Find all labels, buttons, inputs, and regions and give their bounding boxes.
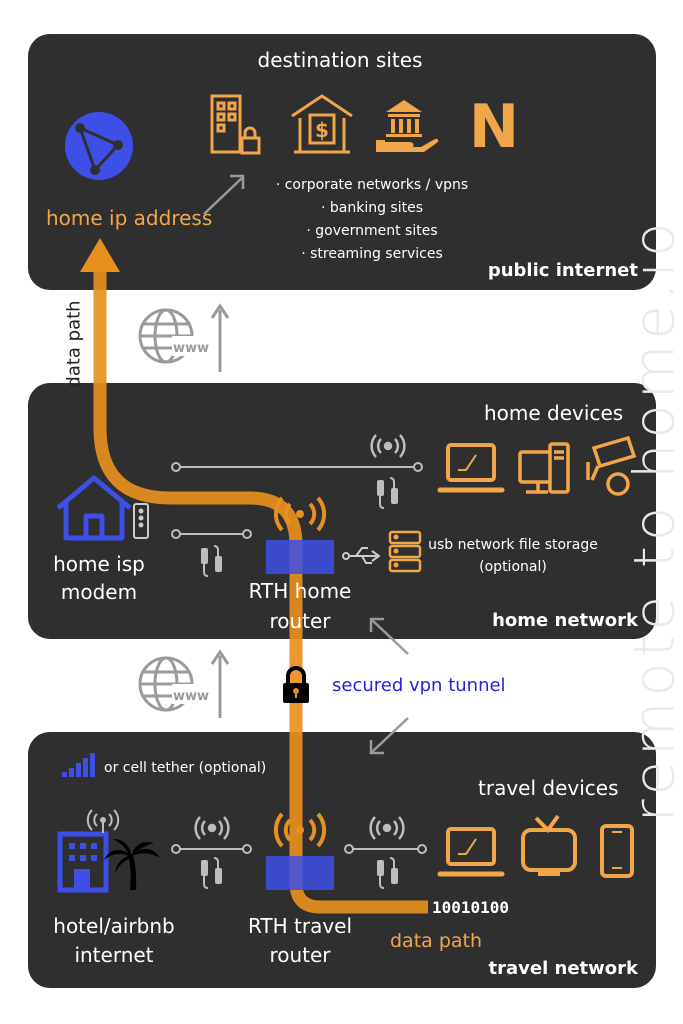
cable-plug-icon bbox=[377, 857, 398, 889]
rth-home-router-icon bbox=[266, 496, 334, 574]
cell-signal-icon bbox=[62, 753, 95, 777]
house-icon bbox=[56, 475, 132, 541]
modem-icon bbox=[133, 503, 149, 539]
svg-text:$: $ bbox=[315, 118, 329, 142]
vpn-arrow-up-icon bbox=[369, 617, 409, 655]
public-internet-label: public internet bbox=[487, 260, 638, 281]
wifi-signal-icon bbox=[369, 816, 405, 840]
router-label-line: RTH travel bbox=[247, 914, 353, 938]
palm-tree-icon bbox=[104, 839, 160, 890]
home-ip-label: home ip address bbox=[46, 206, 213, 230]
up-arrow-icon bbox=[210, 649, 230, 718]
usb-label-line: (optional) bbox=[479, 559, 547, 575]
www-globe-icon: www bbox=[138, 308, 210, 364]
binary-data-label: 10010100 bbox=[432, 898, 510, 917]
hotel-building-icon bbox=[57, 831, 109, 893]
wifi-link-line bbox=[171, 462, 423, 472]
cable-plug-icon bbox=[201, 857, 222, 889]
public-internet-panel bbox=[28, 34, 656, 290]
television-icon bbox=[521, 814, 577, 876]
wifi-signal-icon bbox=[370, 434, 406, 458]
www-globe-icon: www bbox=[138, 656, 210, 712]
government-hand-icon bbox=[376, 100, 439, 152]
hotel-link-line bbox=[171, 844, 252, 854]
usb-label-line: usb network file storage bbox=[428, 537, 598, 553]
sites-list: · corporate networks / vpns · banking si… bbox=[232, 174, 512, 266]
data-path-vertical-label: data path bbox=[63, 300, 85, 388]
smartphone-icon bbox=[600, 824, 634, 878]
modem-label-line: home isp bbox=[53, 552, 145, 576]
hotel-label-line: hotel/airbnb bbox=[53, 914, 175, 938]
data-path-arrowhead bbox=[80, 238, 120, 272]
site-item: · banking sites bbox=[320, 200, 424, 216]
usb-icon bbox=[342, 547, 381, 564]
device-link-line bbox=[344, 844, 427, 854]
security-camera-icon bbox=[586, 435, 637, 496]
globe-network-icon bbox=[65, 112, 133, 180]
usb-storage-label: usb network file storage (optional) bbox=[428, 534, 598, 578]
rth-travel-router-icon bbox=[266, 812, 334, 890]
site-item: · government sites bbox=[306, 223, 438, 239]
hotel-internet-label: hotel/airbnb internet bbox=[44, 912, 184, 970]
svg-text:www: www bbox=[173, 689, 209, 704]
bank-dollar-icon: $ bbox=[291, 94, 353, 154]
vpn-arrow-down-icon bbox=[369, 717, 409, 755]
home-devices-title: home devices bbox=[484, 401, 624, 425]
hotel-label-line: internet bbox=[74, 943, 154, 967]
vpn-tunnel-label: secured vpn tunnel bbox=[332, 675, 506, 696]
router-label-line: RTH home bbox=[248, 579, 352, 603]
building-lock-icon bbox=[210, 94, 261, 155]
cable-plug-icon bbox=[377, 477, 398, 509]
storage-drive-icon bbox=[388, 530, 422, 573]
up-arrow-icon bbox=[210, 303, 230, 372]
hotel-wifi-icon bbox=[86, 809, 120, 833]
destination-sites-title: destination sites bbox=[257, 48, 423, 72]
home-network-panel bbox=[28, 383, 656, 639]
site-item: · corporate networks / vpns bbox=[275, 177, 469, 193]
arrow-to-sites-icon bbox=[203, 174, 245, 215]
router-label-line: router bbox=[269, 943, 331, 967]
padlock-icon bbox=[283, 666, 309, 703]
ethernet-link-line bbox=[171, 529, 252, 539]
data-path-line bbox=[93, 262, 428, 914]
rth-travel-router-label: RTH travel router bbox=[236, 912, 364, 970]
cable-plug-icon bbox=[201, 545, 222, 577]
rth-home-router-label: RTH home router bbox=[236, 576, 364, 636]
desktop-computer-icon bbox=[518, 442, 570, 494]
laptop-icon bbox=[437, 827, 505, 877]
data-path-bottom-label: data path bbox=[390, 930, 483, 952]
wifi-signal-icon bbox=[194, 816, 230, 840]
travel-network-label: travel network bbox=[488, 958, 638, 979]
router-label-line: router bbox=[269, 609, 331, 633]
modem-label-line: modem bbox=[60, 580, 138, 604]
streaming-icon: N bbox=[469, 92, 519, 162]
laptop-icon bbox=[437, 443, 505, 493]
home-isp-modem-label: home isp modem bbox=[40, 550, 158, 606]
svg-text:www: www bbox=[173, 341, 209, 356]
cell-tether-label: or cell tether (optional) bbox=[104, 760, 267, 776]
home-network-label: home network bbox=[492, 610, 638, 631]
travel-devices-title: travel devices bbox=[478, 776, 619, 800]
site-item: · streaming services bbox=[301, 246, 443, 262]
